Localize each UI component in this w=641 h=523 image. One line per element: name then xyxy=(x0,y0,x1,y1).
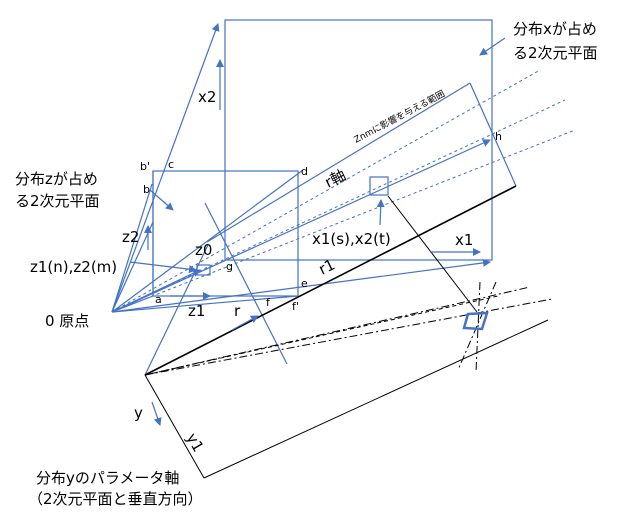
r-label: r xyxy=(234,302,241,320)
influence-range-rays xyxy=(111,69,576,313)
origin-label: 0 原点 xyxy=(45,312,89,330)
projection-line xyxy=(387,195,478,313)
x2-label: x2 xyxy=(198,88,216,106)
z1-label: z1 xyxy=(188,302,205,320)
x-plane-label: 分布xが占め る2次元平面 xyxy=(513,20,598,62)
svg-text:る2次元平面: る2次元平面 xyxy=(15,192,100,210)
point-c: c xyxy=(168,158,174,171)
point-b: b xyxy=(143,183,150,196)
z0-label: z0 xyxy=(195,241,212,259)
y-label: y xyxy=(134,404,143,422)
y1-line xyxy=(203,319,549,479)
x1-label: x1 xyxy=(455,231,473,249)
svg-text:分布xが占め: 分布xが占め xyxy=(513,20,597,38)
z-plane-label: 分布zが占め る2次元平面 xyxy=(15,170,100,210)
svg-text:（2次元平面と垂直方向）: （2次元平面と垂直方向） xyxy=(28,490,203,508)
r1-label: r1 xyxy=(316,256,338,279)
influence-range-label: Znmに影響を与える範囲 xyxy=(352,87,447,145)
svg-text:分布yのパラメータ軸: 分布yのパラメータ軸 xyxy=(36,469,179,487)
point-g: g xyxy=(226,260,233,273)
x1s-leader xyxy=(376,199,385,226)
point-e: e xyxy=(301,277,308,290)
point-d: d xyxy=(301,165,308,178)
point-f: f xyxy=(266,296,271,309)
x-plane-leader xyxy=(479,37,506,56)
z-cell-marker xyxy=(196,264,211,276)
r-arrow xyxy=(231,315,259,331)
point-h: h xyxy=(495,130,502,143)
y-arrow xyxy=(151,401,162,426)
y1-label: y1 xyxy=(183,430,208,455)
point-bprime: b' xyxy=(140,160,150,173)
z-plane-leader xyxy=(149,189,174,211)
z1n-leader xyxy=(129,261,197,274)
z2-label: z2 xyxy=(122,228,139,246)
point-fprime: f' xyxy=(292,300,299,313)
r-axis-black xyxy=(144,185,517,376)
svg-text:分布zが占め: 分布zが占め xyxy=(15,170,98,188)
r-axis-edge xyxy=(469,82,517,187)
upper-dashed-line xyxy=(144,295,499,376)
y-axis-bottom-line xyxy=(144,374,205,479)
svg-text:る2次元平面: る2次元平面 xyxy=(513,44,598,62)
x-plane-square xyxy=(224,19,493,261)
x-cell-marker xyxy=(369,176,389,196)
point-a: a xyxy=(155,293,162,306)
intersection-cell xyxy=(462,311,489,331)
x1s-x2t-label: x1(s),x2(t) xyxy=(312,230,391,248)
y-axis-label: 分布yのパラメータ軸 （2次元平面と垂直方向） xyxy=(28,469,203,508)
r-axis-outer-line xyxy=(206,82,471,243)
r-axis-perpendicular xyxy=(204,202,288,365)
z1n-z2m-label: z1(n),z2(m) xyxy=(30,258,117,276)
